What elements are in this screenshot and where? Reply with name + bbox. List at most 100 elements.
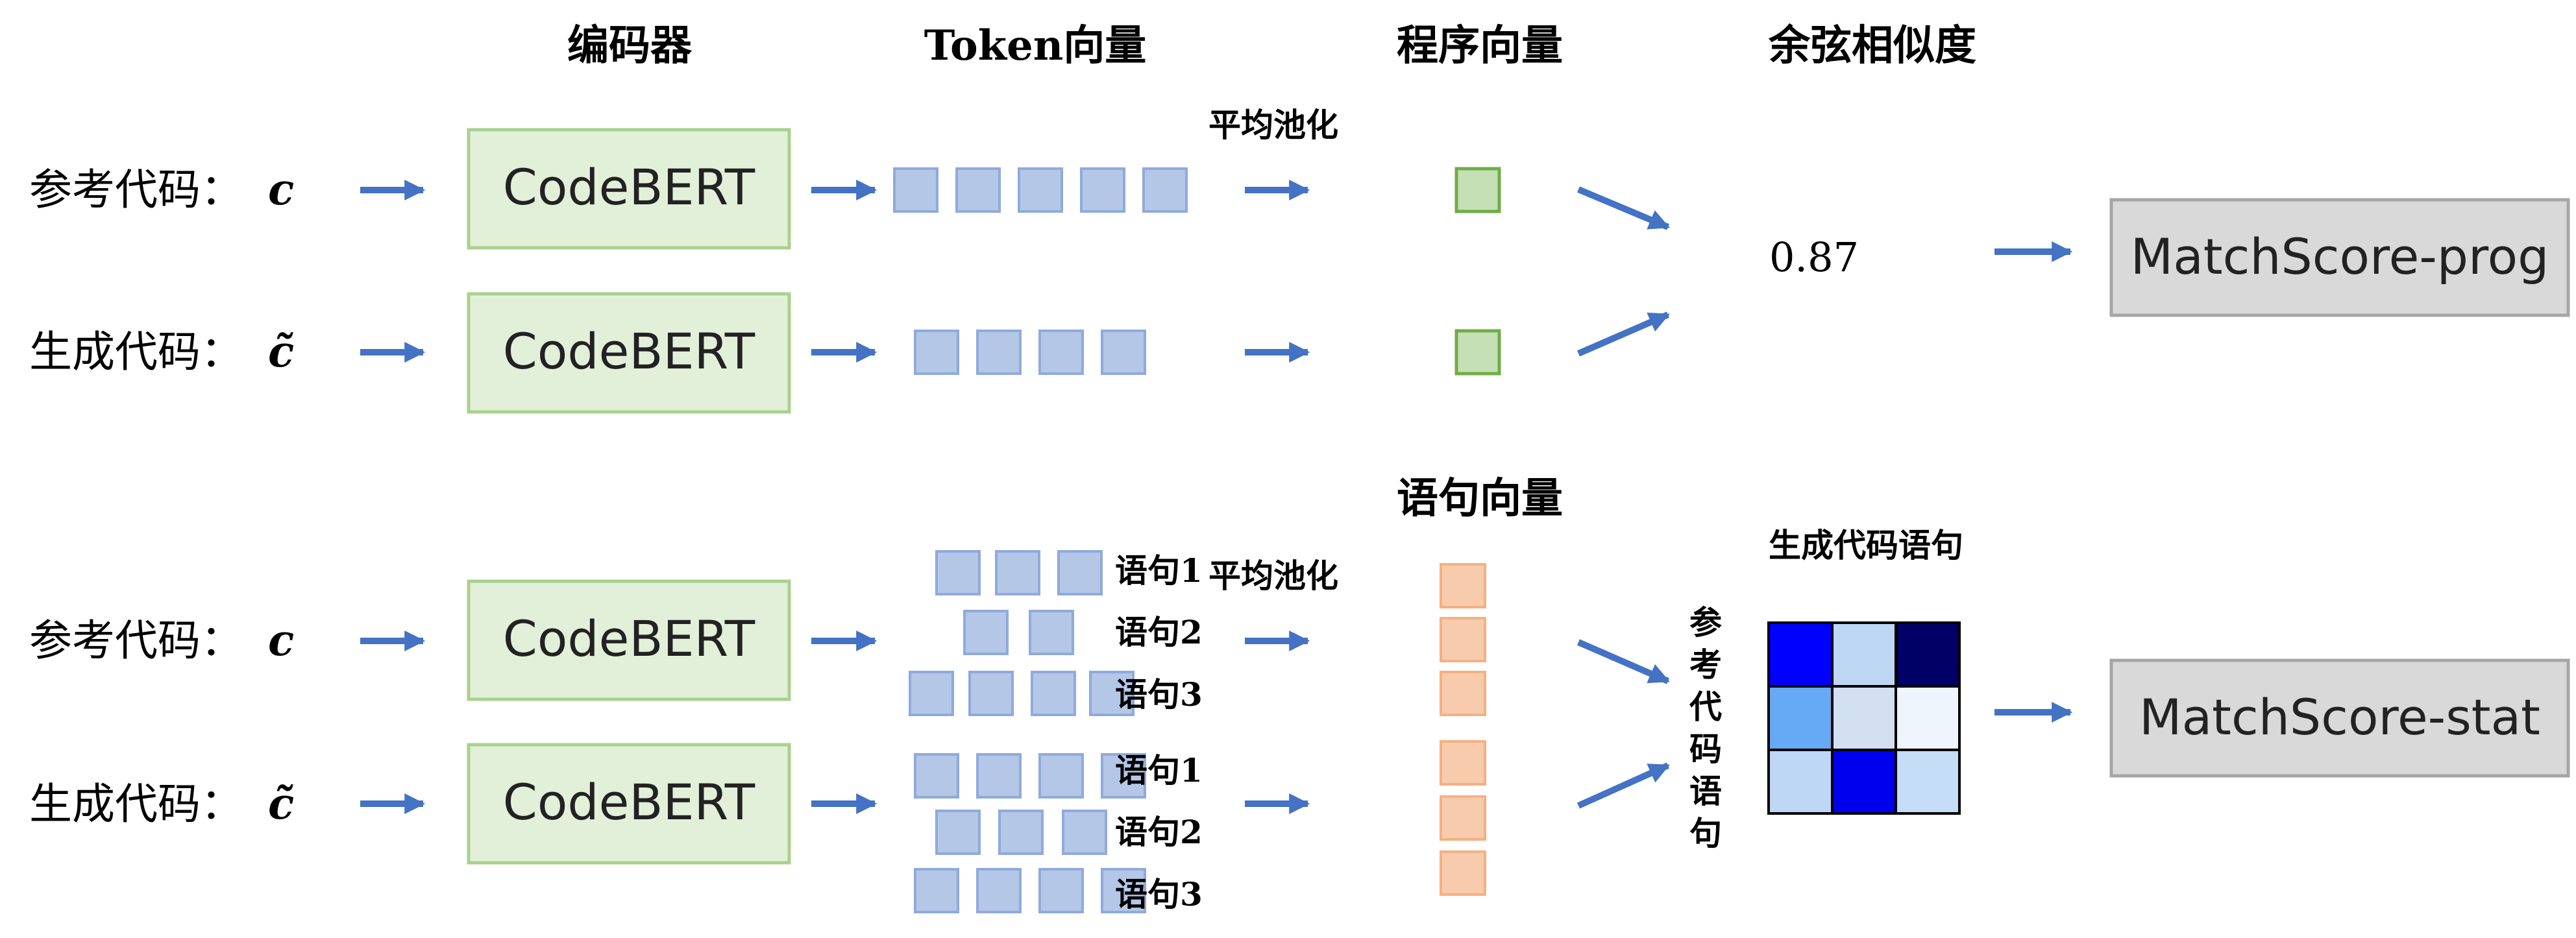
- program-vector-gen: [1454, 329, 1501, 376]
- heatmap-cell: [1767, 749, 1834, 815]
- token-vectors-gen: [914, 330, 1146, 375]
- arrow-converge-ref-bottom: [1577, 639, 1670, 684]
- token-vector: [935, 810, 981, 855]
- encoder-box-gen-bottom: CodeBERT: [467, 743, 791, 865]
- token-vector: [963, 610, 1009, 655]
- token-vector: [893, 167, 938, 213]
- heatmap-cell: [1895, 685, 1961, 751]
- program-vector-ref: [1454, 167, 1501, 213]
- encoder-label: CodeBERT: [503, 610, 755, 667]
- arrow-converge-gen-bottom: [1576, 762, 1670, 809]
- token-vector: [914, 868, 959, 913]
- header-token-vectors: Token向量: [924, 21, 1147, 70]
- vertical-char: 语: [1689, 772, 1722, 810]
- heatmap-cell: [1831, 749, 1897, 815]
- vertical-char: 参: [1689, 603, 1722, 642]
- matchscore-prog-label: MatchScore-prog: [2131, 228, 2549, 285]
- encoder-label: CodeBERT: [503, 322, 755, 380]
- token-vector: [914, 330, 959, 375]
- row-symbol-ref-top: c: [268, 164, 294, 215]
- header-statement-vectors: 语句向量: [1397, 474, 1563, 523]
- token-vector: [914, 753, 959, 799]
- token-vector: [1031, 671, 1076, 716]
- pooling-label-top: 平均池化: [1208, 106, 1338, 144]
- token-vector: [1080, 167, 1125, 213]
- token-vector: [1038, 868, 1084, 913]
- token-vector: [1018, 167, 1063, 213]
- token-vector: [955, 167, 1001, 213]
- token-vector: [1038, 753, 1084, 799]
- similarity-heatmap: [1767, 621, 1961, 815]
- encoder-box-ref-top: CodeBERT: [467, 128, 791, 250]
- statement-label-ref-2: 语句2: [1115, 613, 1203, 651]
- similarity-value: 0.87: [1769, 234, 1859, 281]
- token-vector: [1057, 550, 1103, 595]
- row-symbol-gen-bottom: c̃: [268, 778, 294, 829]
- encoder-box-gen-top: CodeBERT: [467, 292, 791, 414]
- token-vector: [1038, 330, 1084, 375]
- token-vectors-ref: [893, 167, 1188, 213]
- statement-label-ref-3: 语句3: [1115, 675, 1203, 714]
- vertical-char: 考: [1689, 645, 1722, 684]
- encoder-box-ref-bottom: CodeBERT: [467, 579, 791, 701]
- heatmap-cell: [1831, 621, 1897, 688]
- statement-label-ref-1: 语句1: [1115, 551, 1203, 590]
- statement-vector: [1440, 795, 1486, 841]
- statement-vector: [1440, 617, 1486, 662]
- statement-vector: [1440, 671, 1486, 716]
- row-label-ref-bottom: 参考代码：: [29, 616, 243, 666]
- header-program-vectors: 程序向量: [1397, 21, 1563, 70]
- heatmap-cell: [1895, 621, 1961, 688]
- statement-vector: [1440, 850, 1486, 896]
- statement-vector: [1440, 563, 1486, 608]
- token-vector: [1089, 671, 1135, 716]
- matchscore-prog-box: MatchScore-prog: [2109, 198, 2570, 317]
- pooling-label-bottom: 平均池化: [1208, 557, 1338, 595]
- token-vector: [995, 550, 1040, 595]
- token-vector: [909, 671, 954, 716]
- encoder-label: CodeBERT: [503, 158, 755, 216]
- ref-code-statements-vertical-label: 参 考 代 码 语 句: [1689, 603, 1722, 852]
- statement-tokens-gen: [914, 753, 1146, 913]
- row-label-gen-top: 生成代码：: [29, 327, 243, 377]
- statement-label-gen-1: 语句1: [1115, 751, 1203, 789]
- encoder-label: CodeBERT: [503, 773, 755, 831]
- header-cosine-similarity: 余弦相似度: [1768, 21, 1976, 70]
- token-vector: [935, 550, 981, 595]
- statement-label-gen-2: 语句2: [1115, 813, 1203, 851]
- matchscore-stat-box: MatchScore-stat: [2109, 658, 2570, 778]
- token-vector: [1101, 330, 1146, 375]
- row-label-ref-top: 参考代码：: [29, 165, 243, 215]
- statement-vectors-gen: [1440, 740, 1486, 896]
- heatmap-cell: [1767, 685, 1834, 751]
- token-vector: [998, 810, 1044, 855]
- arrow-converge-gen-top: [1577, 311, 1670, 357]
- statement-vector: [1440, 740, 1486, 786]
- statement-tokens-ref: [909, 550, 1135, 716]
- token-vector: [1101, 753, 1146, 799]
- row-symbol-ref-bottom: c: [268, 615, 294, 666]
- heatmap-cell: [1767, 621, 1834, 688]
- token-vector: [1142, 167, 1188, 213]
- statement-label-gen-3: 语句3: [1115, 875, 1203, 913]
- header-encoder: 编码器: [567, 21, 693, 70]
- token-vector: [1062, 810, 1107, 855]
- token-vector: [976, 330, 1022, 375]
- vertical-char: 句: [1689, 814, 1722, 852]
- statement-vectors-ref: [1440, 563, 1486, 716]
- token-vector: [968, 671, 1014, 716]
- row-label-gen-bottom: 生成代码：: [29, 779, 243, 829]
- matchscore-stat-label: MatchScore-stat: [2139, 688, 2540, 746]
- vertical-char: 码: [1689, 730, 1722, 768]
- arrow-converge-ref-top: [1577, 186, 1670, 230]
- heatmap-cell: [1831, 685, 1897, 751]
- heatmap-cell: [1895, 749, 1961, 815]
- token-vector: [976, 753, 1022, 799]
- token-vector: [976, 868, 1022, 913]
- token-vector: [1101, 868, 1146, 913]
- vertical-char: 代: [1689, 688, 1722, 726]
- token-vector: [1029, 610, 1074, 655]
- row-symbol-gen-top: c̃: [268, 326, 294, 377]
